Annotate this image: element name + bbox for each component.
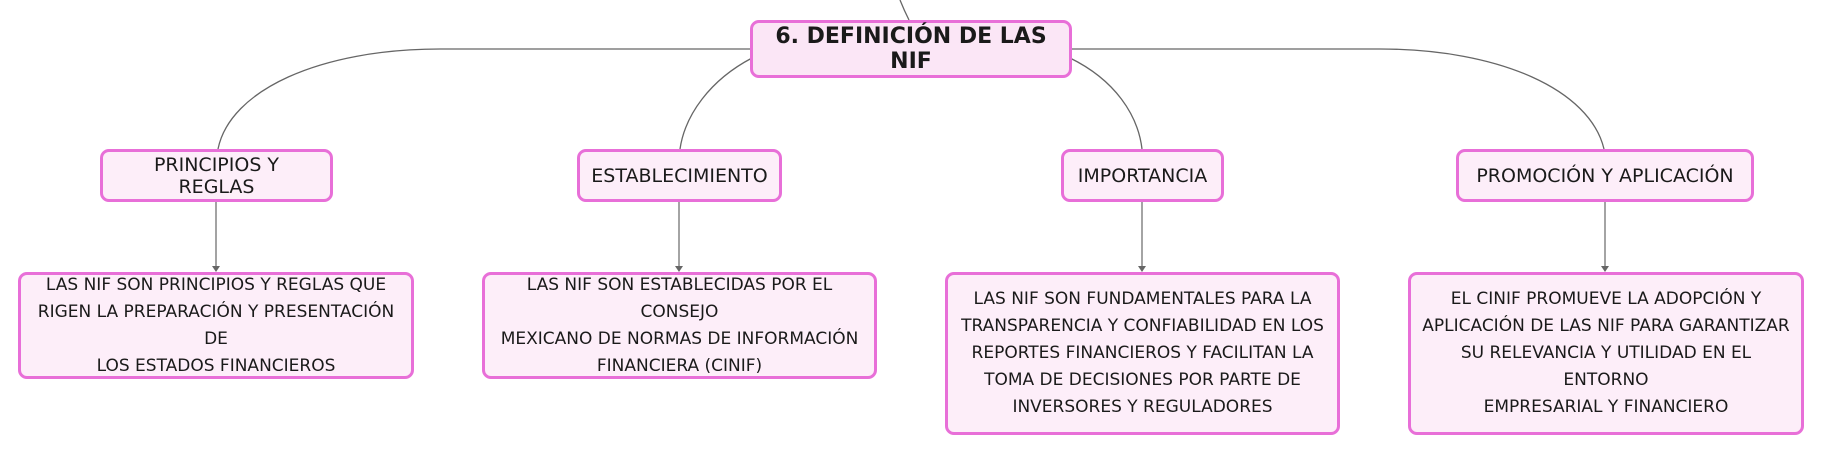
detail-importancia[interactable]: LAS NIF SON FUNDAMENTALES PARA LA TRANSP…	[945, 272, 1340, 435]
branch-promocion-y-aplicacion[interactable]: PROMOCIÓN Y APLICACIÓN	[1456, 149, 1754, 202]
detail-text: LAS NIF SON FUNDAMENTALES PARA LA TRANSP…	[961, 289, 1324, 417]
branch-label: ESTABLECIMIENTO	[591, 164, 768, 187]
branch-label: PROMOCIÓN Y APLICACIÓN	[1476, 164, 1734, 187]
arrowhead-principios	[212, 266, 220, 272]
connector-root-importancia	[1069, 57, 1143, 150]
root-node[interactable]: 6. DEFINICIÓN DE LAS NIF	[750, 20, 1072, 78]
arrowhead-establecimiento	[675, 266, 683, 272]
detail-promocion-y-aplicacion[interactable]: EL CINIF PROMUEVE LA ADOPCIÓN Y APLICACI…	[1408, 272, 1804, 435]
connector-incoming	[899, 0, 910, 21]
detail-principios-y-reglas[interactable]: LAS NIF SON PRINCIPIOS Y REGLAS QUE RIGE…	[18, 272, 414, 379]
connector-root-establecimiento	[679, 57, 753, 150]
connector-root-principios	[217, 48, 750, 150]
root-title: 6. DEFINICIÓN DE LAS NIF	[775, 24, 1047, 74]
connector-root-promocion	[1072, 48, 1605, 150]
detail-text: EL CINIF PROMUEVE LA ADOPCIÓN Y APLICACI…	[1422, 289, 1790, 417]
detail-establecimiento[interactable]: LAS NIF SON ESTABLECIDAS POR EL CONSEJO …	[482, 272, 877, 379]
detail-text: LAS NIF SON PRINCIPIOS Y REGLAS QUE RIGE…	[37, 274, 395, 376]
branch-label: PRINCIPIOS Y REGLAS	[153, 153, 280, 198]
detail-text: LAS NIF SON ESTABLECIDAS POR EL CONSEJO …	[500, 274, 859, 376]
branch-establecimiento[interactable]: ESTABLECIMIENTO	[577, 149, 782, 202]
arrowhead-promocion	[1601, 266, 1609, 272]
branch-label: IMPORTANCIA	[1077, 164, 1208, 187]
branch-importancia[interactable]: IMPORTANCIA	[1061, 149, 1224, 202]
arrowhead-importancia	[1138, 266, 1146, 272]
branch-principios-y-reglas[interactable]: PRINCIPIOS Y REGLAS	[100, 149, 333, 202]
